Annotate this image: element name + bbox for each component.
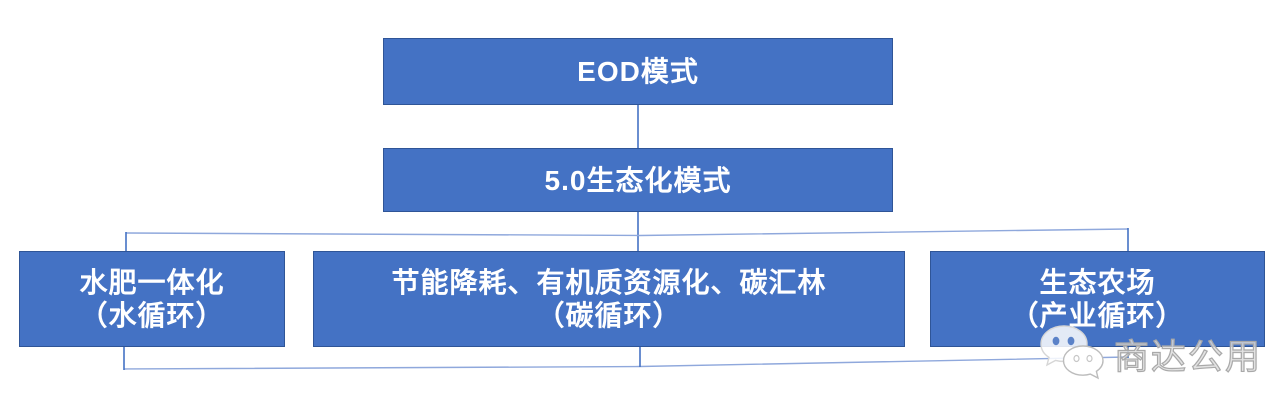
- node-carbon-cycle-line1: 节能降耗、有机质资源化、碳汇林: [391, 267, 827, 298]
- node-eco-5-0-mode: 5.0生态化模式: [383, 148, 893, 212]
- node-eod-mode-label: EOD模式: [577, 56, 699, 87]
- node-eco-farm-line2: （产业循环）: [1010, 300, 1185, 331]
- watermark-text: 商达公用: [1113, 337, 1263, 377]
- node-carbon-cycle: 节能降耗、有机质资源化、碳汇林 （碳循环）: [313, 251, 905, 347]
- node-eco-5-0-mode-label: 5.0生态化模式: [544, 164, 732, 196]
- node-carbon-cycle-line2: （碳循环）: [536, 300, 682, 331]
- watermark: 商达公用: [1038, 324, 1262, 391]
- wechat-icon: [1038, 324, 1110, 391]
- node-eod-mode: EOD模式: [383, 38, 893, 105]
- node-eco-farm-line1: 生态农场: [1039, 267, 1156, 298]
- node-water-fertilizer-line2: （水循环）: [79, 300, 225, 331]
- node-water-fertilizer: 水肥一体化 （水循环）: [19, 251, 285, 347]
- node-water-fertilizer-line1: 水肥一体化: [79, 267, 225, 298]
- node-eco-farm: 生态农场 （产业循环）: [930, 251, 1265, 347]
